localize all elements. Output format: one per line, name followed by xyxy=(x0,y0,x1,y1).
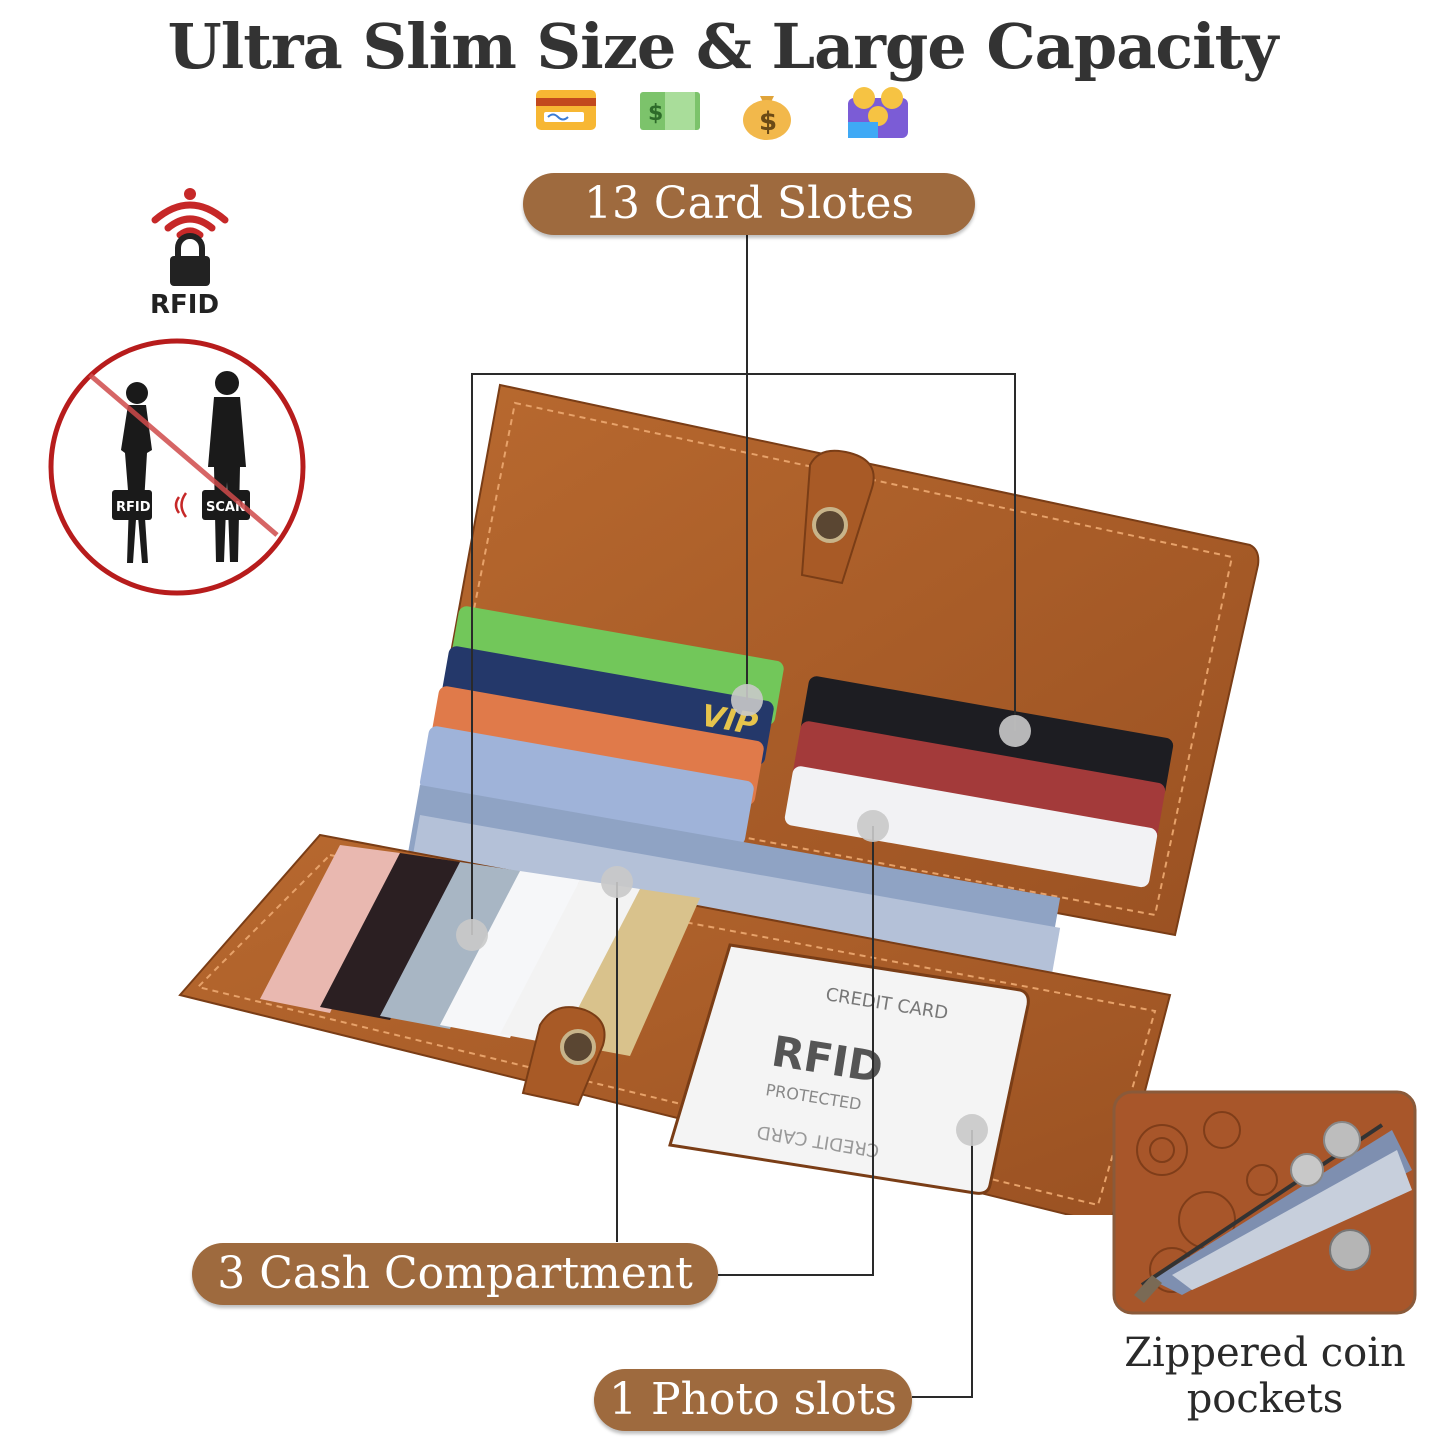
svg-text:$: $ xyxy=(759,107,777,137)
zipper-pocket-label-line1: Zippered coin xyxy=(1124,1330,1406,1376)
marker-dot xyxy=(601,866,633,898)
banknote-icon: $ xyxy=(640,92,700,130)
rfid-blocking-illustration: RFID SCAN xyxy=(48,338,306,596)
marker-dot xyxy=(456,919,488,951)
family-icon xyxy=(848,87,908,138)
marker-dot xyxy=(731,684,763,716)
photo-slots-callout: 1 Photo slots xyxy=(594,1369,912,1431)
zipper-pocket-photo xyxy=(1112,1090,1417,1315)
coin-icon xyxy=(1323,1121,1361,1159)
front-card-slots xyxy=(260,845,700,1056)
card-slots-callout: 13 Card Slotes xyxy=(523,173,975,235)
credit-card-icon xyxy=(536,90,596,130)
snap-button-icon xyxy=(560,1029,596,1065)
marker-dot xyxy=(999,715,1031,747)
zipper-pocket-label-line2: pockets xyxy=(1186,1376,1344,1422)
signal-waves-icon xyxy=(174,492,188,518)
coin-icon xyxy=(1329,1229,1371,1271)
man-silhouette-icon xyxy=(208,371,246,562)
feature-icon-row: $ $ xyxy=(536,87,908,140)
zipper-pull-icon xyxy=(1134,1275,1162,1303)
svg-text:$: $ xyxy=(648,101,663,126)
zipper-pocket-label: Zippered coin pockets xyxy=(1120,1330,1410,1422)
money-bag-icon: $ xyxy=(743,96,791,140)
coin-icon xyxy=(1290,1153,1324,1187)
rfid-tag-box xyxy=(112,490,152,520)
scan-tag-label: SCAN xyxy=(206,500,246,515)
rfid-lock-icon xyxy=(151,188,229,286)
cash-compartment-callout: 3 Cash Compartment xyxy=(192,1243,718,1305)
marker-dot xyxy=(857,810,889,842)
wallet-illustration: VIP CREDIT CARD RFID PROTECTED CREDIT CA… xyxy=(178,383,1260,1215)
woman-silhouette-icon xyxy=(121,382,152,563)
page-title: Ultra Slim Size & Large Capacity xyxy=(167,10,1279,83)
marker-dot xyxy=(956,1114,988,1146)
rfid-badge-label: RFID xyxy=(150,290,220,320)
upper-left-cards: VIP xyxy=(419,606,784,846)
upper-right-cards xyxy=(784,676,1174,888)
snap-button-icon xyxy=(812,507,848,543)
rfid-tag-label: RFID xyxy=(116,500,151,515)
scan-tag-box xyxy=(202,490,250,520)
